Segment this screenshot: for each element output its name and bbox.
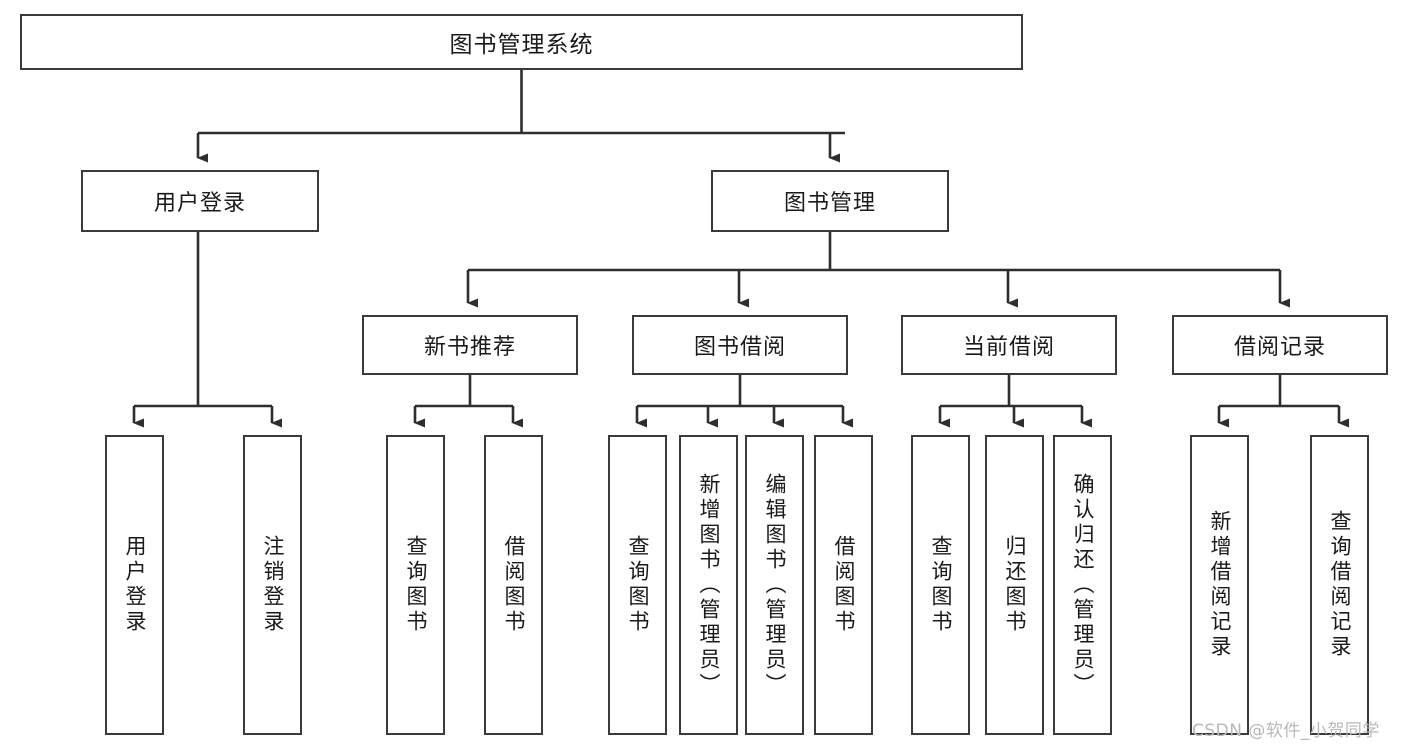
node-borrow-records-label: 借阅记录 (1233, 335, 1326, 360)
node-current-borrow-label: 当前借阅 (962, 335, 1055, 360)
node-borrow-records[interactable]: 借阅记录 (1172, 315, 1388, 375)
node-new-book-recommend-label: 新书推荐 (423, 335, 516, 360)
node-user-login-label: 用户登录 (153, 191, 246, 216)
node-book-borrow[interactable]: 图书借阅 (632, 315, 848, 375)
csdn-watermark: CSDN @软件_小贺同学 (1192, 721, 1380, 741)
leaf-add-borrow-record[interactable]: 新增借阅记录 (1190, 435, 1249, 735)
leaf-label: 归还图书 (1003, 535, 1027, 635)
leaf-query-borrow-record[interactable]: 查询借阅记录 (1310, 435, 1369, 735)
leaf-label: 查询图书 (626, 535, 650, 635)
node-user-login[interactable]: 用户登录 (81, 170, 319, 232)
node-root[interactable]: 图书管理系统 (20, 14, 1023, 70)
leaf-label: 用户登录 (123, 535, 147, 635)
leaf-label: 借阅图书 (832, 535, 856, 635)
leaf-label: 查询图书 (404, 535, 428, 635)
node-book-borrow-label: 图书借阅 (693, 335, 786, 360)
leaf-label: 新增借阅记录 (1208, 510, 1232, 660)
leaf-return-book[interactable]: 归还图书 (985, 435, 1044, 735)
leaf-user-login[interactable]: 用户登录 (105, 435, 164, 735)
leaf-edit-book-admin[interactable]: 编辑图书（管理员） (745, 435, 804, 735)
leaf-query-book-recommend[interactable]: 查询图书 (386, 435, 445, 735)
leaf-logout[interactable]: 注销登录 (243, 435, 302, 735)
leaf-borrow-book-recommend[interactable]: 借阅图书 (484, 435, 543, 735)
leaf-label: 查询图书 (929, 535, 953, 635)
leaf-query-book-borrow[interactable]: 查询图书 (608, 435, 667, 735)
node-new-book-recommend[interactable]: 新书推荐 (362, 315, 578, 375)
node-current-borrow[interactable]: 当前借阅 (901, 315, 1117, 375)
leaf-borrow-book[interactable]: 借阅图书 (814, 435, 873, 735)
leaf-label: 新增图书（管理员） (697, 472, 721, 698)
node-book-management-label: 图书管理 (783, 191, 876, 216)
leaf-label: 查询借阅记录 (1328, 510, 1352, 660)
leaf-label: 借阅图书 (502, 535, 526, 635)
leaf-label: 编辑图书（管理员） (763, 472, 787, 698)
leaf-add-book-admin[interactable]: 新增图书（管理员） (679, 435, 738, 735)
leaf-label: 注销登录 (261, 535, 285, 635)
node-book-management[interactable]: 图书管理 (711, 170, 949, 232)
leaf-label: 确认归还（管理员） (1071, 472, 1095, 698)
leaf-query-book-current[interactable]: 查询图书 (911, 435, 970, 735)
node-root-label: 图书管理系统 (449, 32, 594, 58)
leaf-confirm-return-admin[interactable]: 确认归还（管理员） (1053, 435, 1112, 735)
